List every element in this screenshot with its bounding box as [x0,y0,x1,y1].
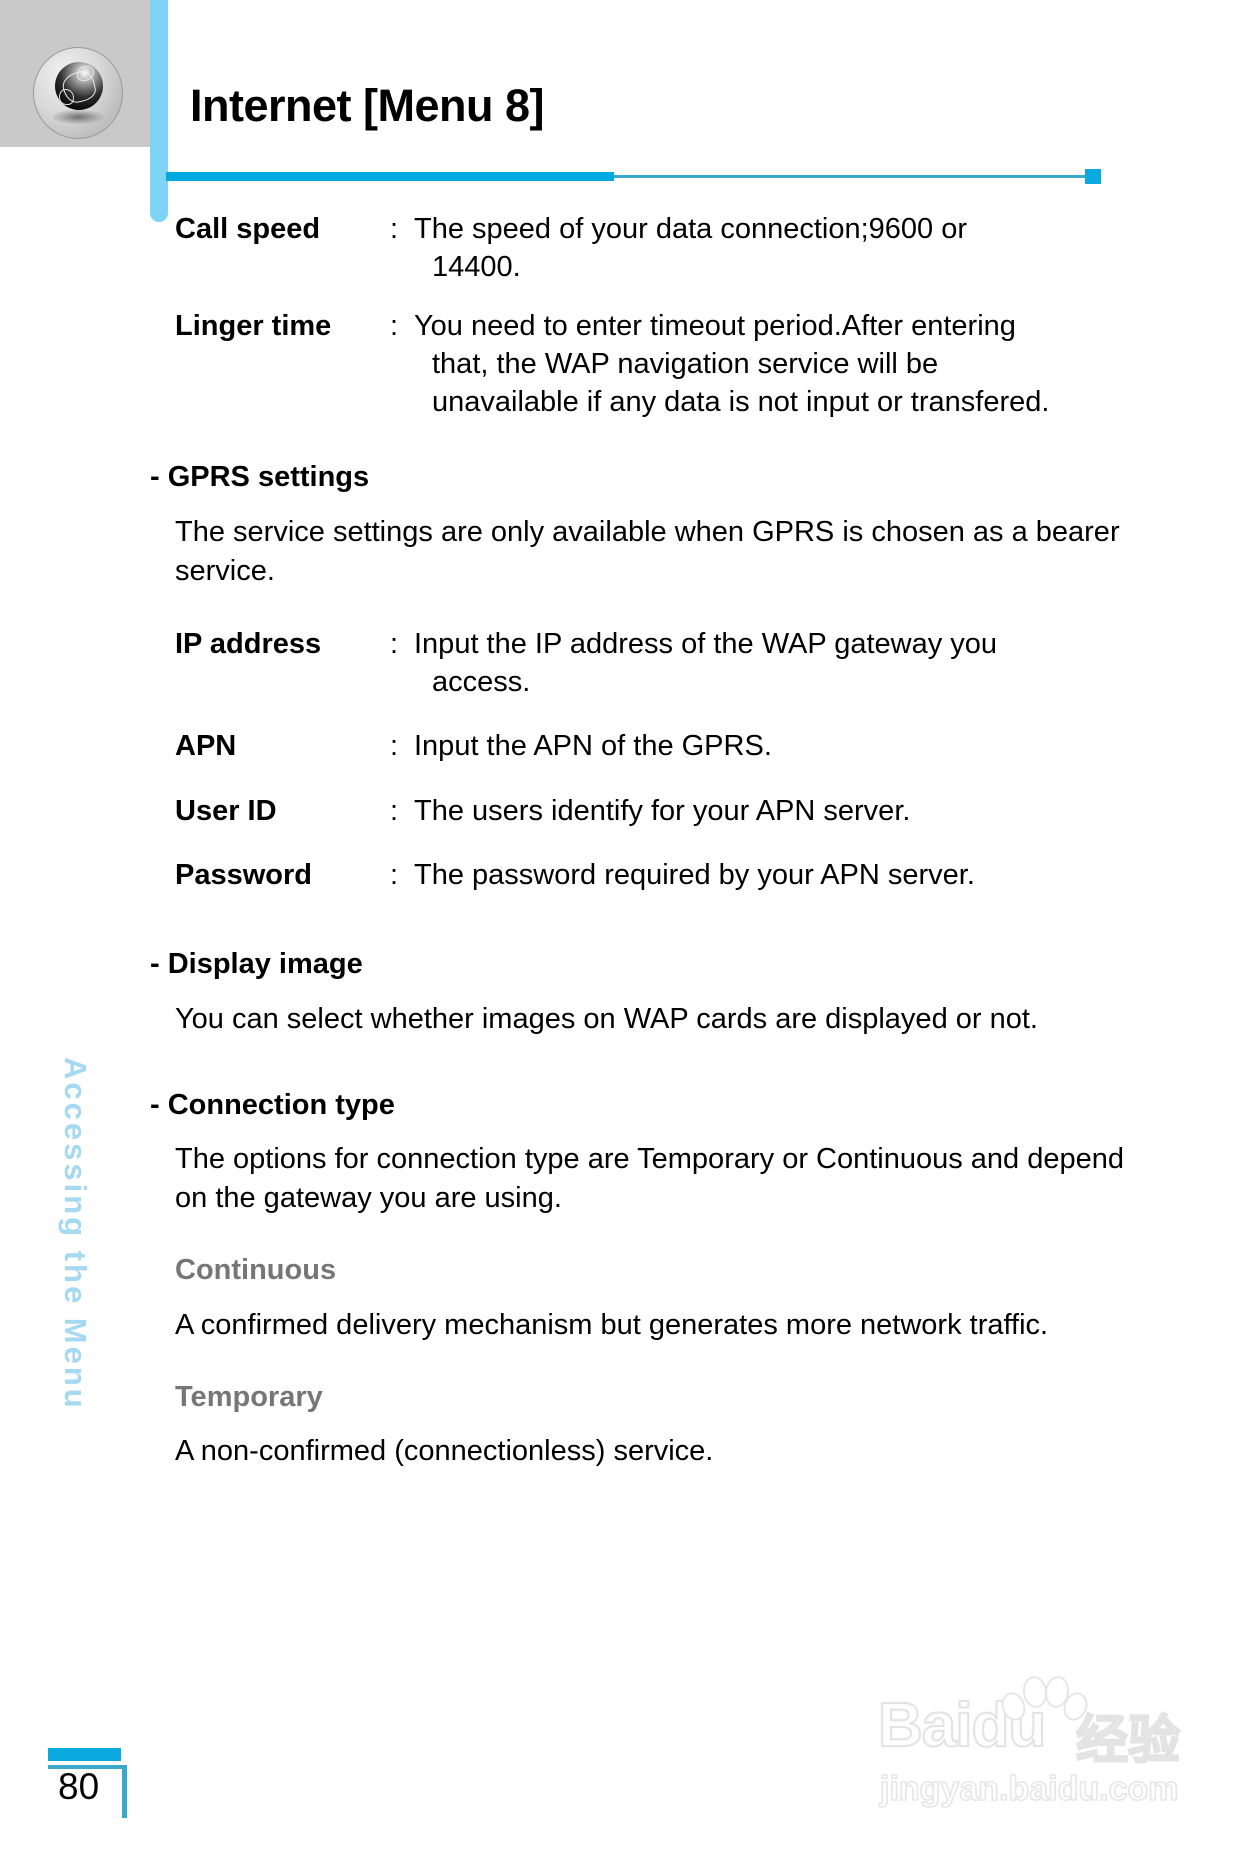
definition-description: Input the APN of the GPRS. [414,730,772,763]
definition-term: User ID [175,794,277,827]
definition-row-password: Password : The password required by your… [175,856,1215,894]
definition-colon: : [390,213,399,245]
definition-colon: : [390,794,399,827]
section-heading-display-image: - Display image [150,948,363,981]
baidu-wordmark: Baidu [877,1690,1047,1761]
definition-colon: : [390,627,399,660]
option-body-continuous: A confirmed delivery mechanism but gener… [175,1308,1049,1341]
header-rule-thick [166,172,614,181]
header-vertical-accent-bar [150,0,168,222]
definition-row-call-speed: Call speed : The speed of your data conn… [175,210,1215,287]
section-body-gprs-settings: The service settings are only available … [175,516,1120,587]
definition-description-line: Input the IP address of the WAP gateway … [414,627,998,660]
page-number: 80 [58,1766,100,1807]
definition-description-line: unavailable if any data is not input or … [432,386,1050,419]
globe-icon-sphere [55,62,103,110]
section-body-display-image: You can select whether images on WAP car… [175,1002,1038,1035]
definition-description-line: that, the WAP navigation service will be [432,347,939,380]
definition-description: The speed of your data connection;9600 o… [412,210,1215,287]
definition-description-line: You need to enter timeout period.After e… [414,309,1016,342]
section-display-image: - Display image You can select whether i… [0,946,1245,1039]
option-name-continuous: Continuous [175,1254,337,1287]
definition-colon: : [390,858,399,891]
baidu-paw-icon [996,1672,1092,1738]
definition-colon: : [390,730,399,763]
globe-icon-landmass-2 [77,66,94,81]
connection-type-option-temporary: Temporary A non-confirmed (connectionles… [150,1379,1215,1472]
definition-description-line: The speed of your data connection;9600 o… [414,213,967,245]
gprs-definition-list: IP address : Input the IP address of the… [0,625,1245,894]
section-gprs-settings: - GPRS settings The service settings are… [0,459,1245,590]
definition-description: You need to enter timeout period.After e… [412,307,1215,422]
footer-vertical-rule [122,1765,127,1818]
definition-row-linger-time: Linger time : You need to enter timeout … [175,307,1215,422]
definition-term: APN [175,730,237,763]
header-rule-endcap [1085,169,1101,184]
baidu-wordmark-cn: 经验 [1075,1711,1181,1771]
globe-icon-landmass-3 [59,89,74,105]
section-connection-type: - Connection type The options for connec… [0,1087,1245,1472]
footer-accent-rule [48,1765,127,1769]
baidu-watermark: Baidu 经验 jingyan.baidu.com [877,1672,1218,1822]
definition-row-apn: APN : Input the APN of the GPRS. [175,727,1215,765]
footer-accent-bar [48,1748,121,1761]
definition-colon: : [390,309,399,342]
definition-row-ip-address: IP address : Input the IP address of the… [175,625,1215,702]
baidu-watermark-url: jingyan.baidu.com [879,1769,1179,1809]
section-heading-connection-type: - Connection type [150,1088,395,1121]
settings-definition-list-top: Call speed : The speed of your data conn… [0,210,1245,421]
definition-description: The password required by your APN server… [414,858,975,891]
header-rule-thin [614,175,1085,178]
definition-row-user-id: User ID : The users identify for your AP… [175,792,1215,830]
definition-term: Password [175,858,312,891]
option-body-temporary: A non-confirmed (connectionless) service… [175,1435,714,1468]
globe-icon-shadow [53,110,103,124]
definition-description-line: 14400. [432,251,521,284]
definition-term: Linger time [175,309,332,342]
page-content: Call speed : The speed of your data conn… [0,210,1245,1471]
definition-term: Call speed [175,213,321,245]
option-name-temporary: Temporary [175,1380,323,1413]
section-heading-gprs-settings: - GPRS settings [150,461,370,494]
definition-description: The users identify for your APN server. [414,794,911,827]
definition-description-line: access. [432,666,531,698]
globe-icon [33,47,123,139]
definition-description: Input the IP address of the WAP gateway … [412,625,1215,702]
connection-type-option-continuous: Continuous A confirmed delivery mechanis… [150,1252,1215,1345]
page-title: Internet [Menu 8] [190,80,545,131]
definition-term: IP address [175,627,322,660]
section-body-connection-type: The options for connection type are Temp… [175,1143,1125,1215]
